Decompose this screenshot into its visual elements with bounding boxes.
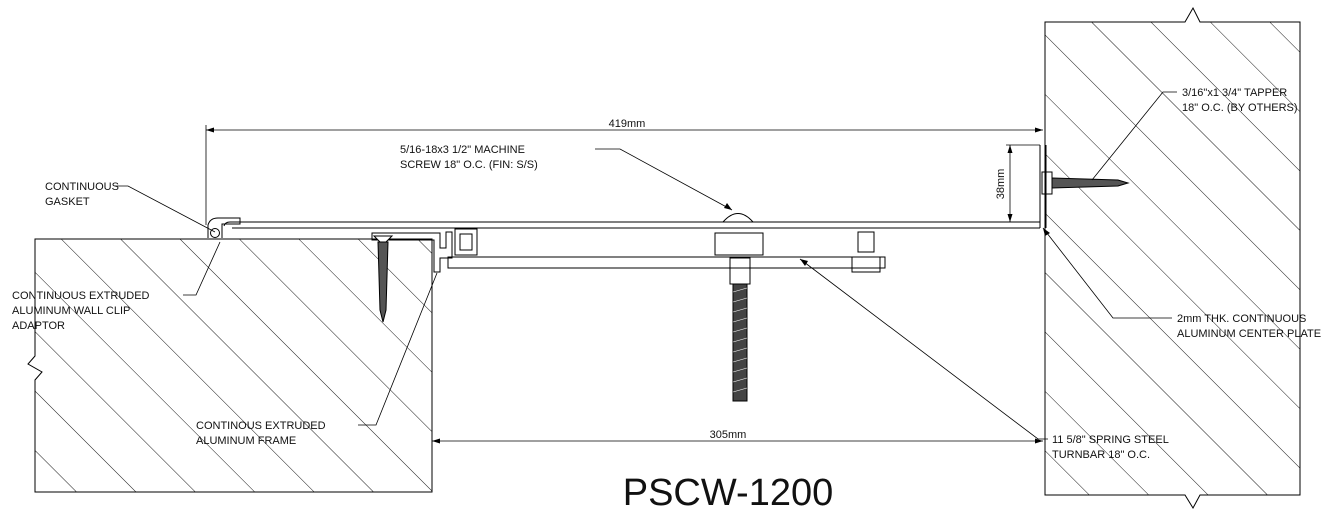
dimension-height-label: 38mm <box>995 169 1007 200</box>
callout-center-plate-line2: ALUMINUM CENTER PLATE <box>1177 328 1321 340</box>
callout-machine-screw: 5/16-18x3 1/2" MACHINE SCREW 18" O.C. (F… <box>400 144 538 171</box>
callout-gasket: CONTINUOUS GASKET <box>45 181 119 208</box>
dimension-opening: 305mm <box>432 429 1043 444</box>
callout-gasket-line2: GASKET <box>45 196 90 208</box>
callout-machine-screw-line1: 5/16-18x3 1/2" MACHINE <box>400 144 525 156</box>
callout-turnbar: 11 5/8" SPRING STEEL TURNBAR 18" O.C. <box>1052 434 1169 461</box>
leaders <box>115 91 1177 440</box>
dimension-overall: 419mm <box>205 118 1043 225</box>
dimension-opening-label: 305mm <box>710 429 747 441</box>
callout-wall-clip-line3: ADAPTOR <box>12 320 65 332</box>
callout-frame-line1: CONTINOUS EXTRUDED <box>196 420 326 432</box>
left-substrate <box>27 238 433 493</box>
callout-wall-clip-line1: CONTINUOUS EXTRUDED <box>12 290 150 302</box>
dimension-height: 38mm <box>995 144 1040 223</box>
callout-wall-clip-line2: ALUMINUM WALL CLIP <box>12 305 130 317</box>
callout-turnbar-line1: 11 5/8" SPRING STEEL <box>1052 434 1169 446</box>
center-plate <box>223 145 1047 229</box>
callout-tapper-line2: 18" O.C. (BY OTHERS) <box>1182 102 1298 114</box>
callout-frame: CONTINOUS EXTRUDED ALUMINUM FRAME <box>196 420 326 447</box>
right-substrate <box>1044 6 1301 510</box>
machine-screw <box>714 213 764 402</box>
callout-frame-line2: ALUMINUM FRAME <box>196 435 296 447</box>
spring-steel-turnbar <box>447 256 886 269</box>
callout-machine-screw-line2: SCREW 18" O.C. (FIN: S/S) <box>400 159 538 171</box>
turnbar-bolt <box>851 231 881 273</box>
gasket <box>210 228 220 238</box>
callout-center-plate-line1: 2mm THK. CONTINUOUS <box>1177 313 1306 325</box>
callout-center-plate: 2mm THK. CONTINUOUS ALUMINUM CENTER PLAT… <box>1177 313 1321 340</box>
drawing-title: PSCW-1200 <box>623 472 834 514</box>
callout-turnbar-line2: TURNBAR 18" O.C. <box>1052 449 1150 461</box>
aluminum-frame <box>371 228 478 273</box>
callout-gasket-line1: CONTINUOUS <box>45 181 119 193</box>
dimension-overall-label: 419mm <box>609 118 646 130</box>
tapper-screw <box>1041 171 1130 195</box>
wall-clip-adaptor <box>207 217 241 238</box>
callout-tapper: 3/16"x1 3/4" TAPPER 18" O.C. (BY OTHERS) <box>1182 87 1298 114</box>
frame-screw <box>372 235 394 323</box>
callout-wall-clip: CONTINUOUS EXTRUDED ALUMINUM WALL CLIP A… <box>12 290 150 332</box>
callout-tapper-line1: 3/16"x1 3/4" TAPPER <box>1182 87 1287 99</box>
